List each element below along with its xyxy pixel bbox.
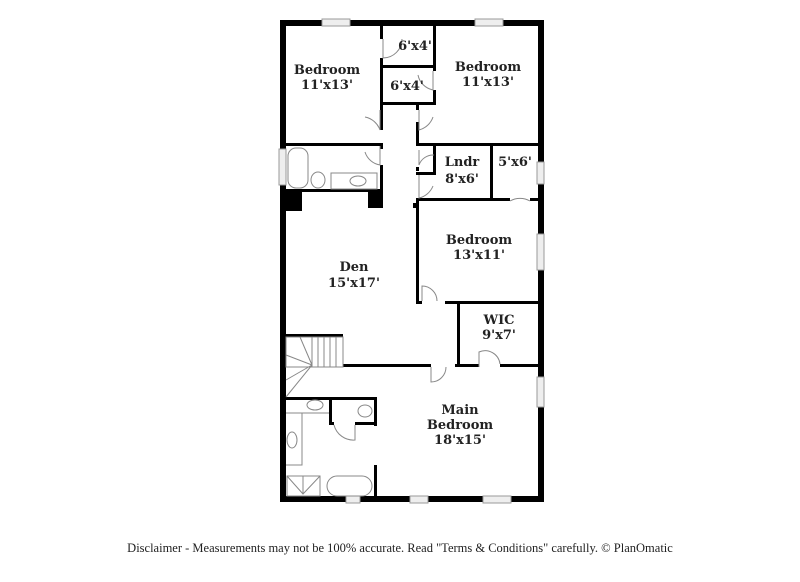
sink-icon — [306, 399, 324, 411]
door-swing — [417, 71, 434, 91]
staircase-icon — [285, 336, 344, 398]
window — [345, 495, 361, 504]
window — [474, 18, 504, 27]
room-size: 9'x7' — [482, 328, 516, 343]
room-size: 15'x17' — [328, 276, 380, 291]
room-name: Den — [340, 260, 370, 275]
room-name: Bedroom — [446, 233, 513, 248]
room-name: Bedroom — [455, 60, 522, 75]
room-size: 6'x4' — [390, 79, 424, 94]
room-size: 18'x15' — [434, 433, 486, 448]
door-swing — [364, 146, 381, 166]
door-swing — [418, 110, 434, 131]
door-swing — [421, 285, 438, 302]
window — [536, 376, 545, 408]
toilet-icon — [310, 171, 326, 189]
room-name: Bedroom — [294, 63, 361, 78]
sink-icon — [349, 175, 367, 187]
room-size: 11'x13' — [462, 75, 514, 90]
room-size: 8'x6' — [445, 172, 479, 187]
door-swing — [418, 175, 434, 199]
fixtures — [285, 147, 378, 497]
room-name: Bedroom — [427, 418, 494, 433]
room-size: 11'x13' — [301, 78, 353, 93]
window — [482, 495, 512, 504]
doors — [333, 38, 531, 441]
door-swing — [418, 150, 435, 166]
interior-walls — [283, 26, 541, 498]
bathtub-icon — [287, 147, 309, 189]
room-size: 13'x11' — [453, 248, 505, 263]
window — [536, 161, 545, 185]
sink-icon — [286, 431, 298, 449]
window — [536, 233, 545, 271]
window — [409, 495, 429, 504]
door-swing — [478, 350, 501, 367]
door-swing — [333, 424, 356, 441]
door-swing — [430, 366, 447, 383]
room-name: Lndr — [445, 155, 480, 170]
window — [321, 18, 351, 27]
room-size: 5'x6' — [498, 155, 532, 170]
room-name: Main — [441, 403, 479, 418]
vanity-icon — [286, 412, 329, 466]
vanity-icon — [330, 172, 378, 190]
room-name: WIC — [482, 313, 514, 328]
door-swing — [509, 197, 531, 202]
disclaimer-text: Disclaimer - Measurements may not be 100… — [127, 541, 673, 555]
door-swing — [382, 38, 403, 59]
room-labels: Bedroom 11'x13' 6'x4' 6'x4' Bedroom 11'x… — [294, 39, 532, 448]
bathtub-icon — [326, 475, 373, 497]
window — [278, 148, 287, 186]
room-size: 6'x4' — [398, 39, 432, 54]
door-swing — [364, 110, 381, 131]
toilet-icon — [357, 404, 373, 418]
